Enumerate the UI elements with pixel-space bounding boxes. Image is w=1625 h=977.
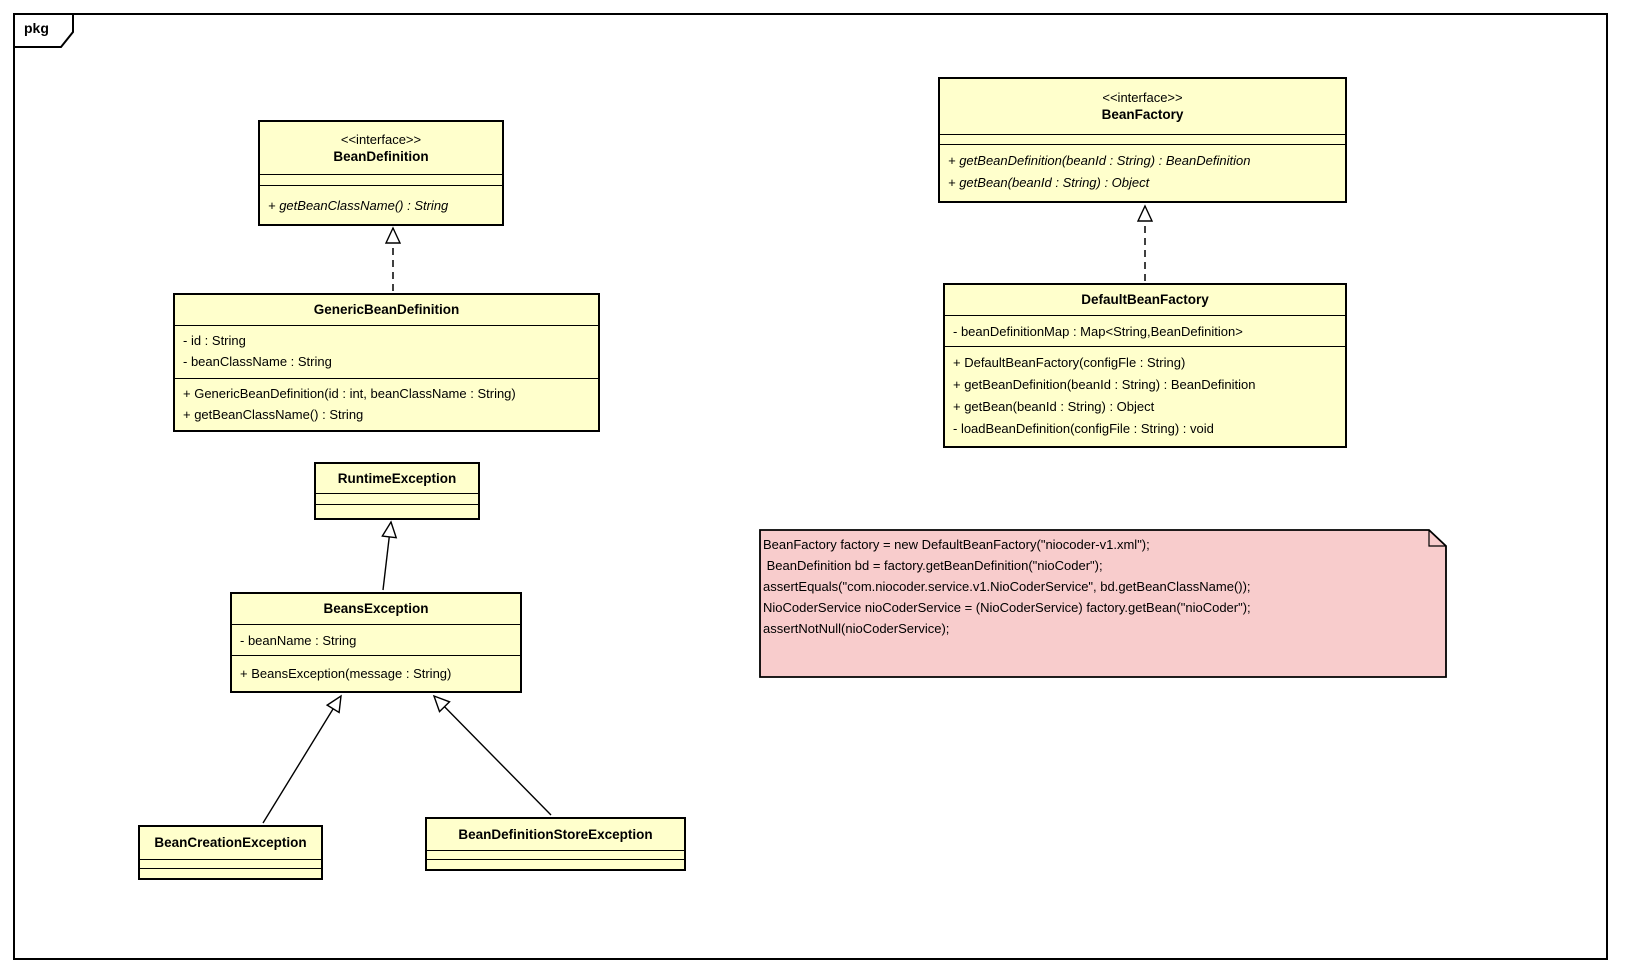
code-note [759,529,1447,678]
note-line: assertNotNull(nioCoderService); [763,621,950,636]
note-line: BeanFactory factory = new DefaultBeanFac… [763,537,1150,552]
class-runtime-exception: RuntimeException [314,462,480,520]
class-name: GenericBeanDefinition [313,302,460,317]
class-default-bean-factory: DefaultBeanFactory - beanDefinitionMap :… [943,283,1347,448]
class-method: + getBeanDefinition(beanId : String) : B… [948,153,1251,168]
class-name: BeanCreationException [154,835,307,850]
class-title-compartment: <<interface>> BeanFactory [940,79,1345,134]
class-method: + GenericBeanDefinition(id : int, beanCl… [183,386,516,401]
class-bean-creation-exception: BeanCreationException [138,825,323,880]
class-method: + getBeanDefinition(beanId : String) : B… [953,377,1256,392]
note-fold-icon [1428,530,1446,547]
class-generic-bean-definition: GenericBeanDefinition - id : String - be… [173,293,600,432]
class-name: BeanDefinitionStoreException [458,826,653,842]
class-attribute: - id : String [183,333,246,348]
package-label: pkg [24,20,49,36]
class-method: + BeansException(message : String) [240,666,452,681]
methods-compartment: + DefaultBeanFactory(configFle : String)… [945,346,1345,446]
class-method: + getBean(beanId : String) : Object [948,175,1150,190]
class-title-compartment: BeanDefinitionStoreException [427,819,684,850]
methods-compartment-empty [140,868,321,878]
class-method: + getBeanClassName() : String [268,197,449,213]
methods-compartment-empty [316,504,478,518]
class-title-compartment: DefaultBeanFactory [945,285,1345,315]
class-title-compartment: BeansException [232,594,520,624]
attributes-compartment: - beanName : String [232,624,520,655]
class-name: BeanDefinition [333,148,429,164]
class-bean-definition: <<interface>> BeanDefinition + getBeanCl… [258,120,504,226]
class-method: + getBean(beanId : String) : Object [953,399,1155,414]
attributes-compartment-empty [316,493,478,504]
attributes-compartment-empty [427,850,684,859]
class-name: BeanFactory [1101,107,1184,122]
class-name: DefaultBeanFactory [1081,292,1209,307]
class-attribute: - beanClassName : String [183,354,332,369]
class-method: - loadBeanDefinition(configFile : String… [953,421,1214,436]
class-bean-factory: <<interface>> BeanFactory + getBeanDefin… [938,77,1347,203]
class-attribute: - beanDefinitionMap : Map<String,BeanDef… [953,323,1243,339]
class-method: + getBeanClassName() : String [183,407,364,422]
package-tab-shape [13,13,74,48]
class-stereotype: <<interface>> [340,131,422,147]
methods-compartment: + GenericBeanDefinition(id : int, beanCl… [175,378,598,430]
diagram-frame [13,13,1608,960]
class-beans-exception: BeansException - beanName : String + Bea… [230,592,522,693]
class-attribute: - beanName : String [240,632,357,648]
note-shape [759,529,1447,678]
class-title-compartment: GenericBeanDefinition [175,295,598,325]
note-text: BeanFactory factory = new DefaultBeanFac… [763,534,1443,639]
class-title-compartment: RuntimeException [316,464,478,493]
methods-compartment: + BeansException(message : String) [232,655,520,691]
methods-compartment: + getBeanDefinition(beanId : String) : B… [940,144,1345,201]
class-title-compartment: <<interface>> BeanDefinition [260,122,502,174]
class-title-compartment: BeanCreationException [140,827,321,859]
methods-compartment: + getBeanClassName() : String [260,185,502,224]
note-line: BeanDefinition bd = factory.getBeanDefin… [763,558,1103,573]
class-bean-definition-store-exception: BeanDefinitionStoreException [425,817,686,871]
attributes-compartment: - id : String - beanClassName : String [175,325,598,378]
note-line: assertEquals("com.niocoder.service.v1.Ni… [763,579,1251,594]
attributes-compartment: - beanDefinitionMap : Map<String,BeanDef… [945,315,1345,346]
class-name: RuntimeException [337,470,457,486]
class-method: + DefaultBeanFactory(configFle : String) [953,355,1186,370]
attributes-compartment-empty [940,134,1345,144]
class-name: BeansException [323,601,429,616]
attributes-compartment-empty [140,859,321,868]
class-stereotype: <<interface>> [1102,90,1183,105]
package-tab [13,13,74,48]
attributes-compartment-empty [260,174,502,185]
note-line: NioCoderService nioCoderService = (NioCo… [763,600,1251,615]
methods-compartment-empty [427,859,684,869]
